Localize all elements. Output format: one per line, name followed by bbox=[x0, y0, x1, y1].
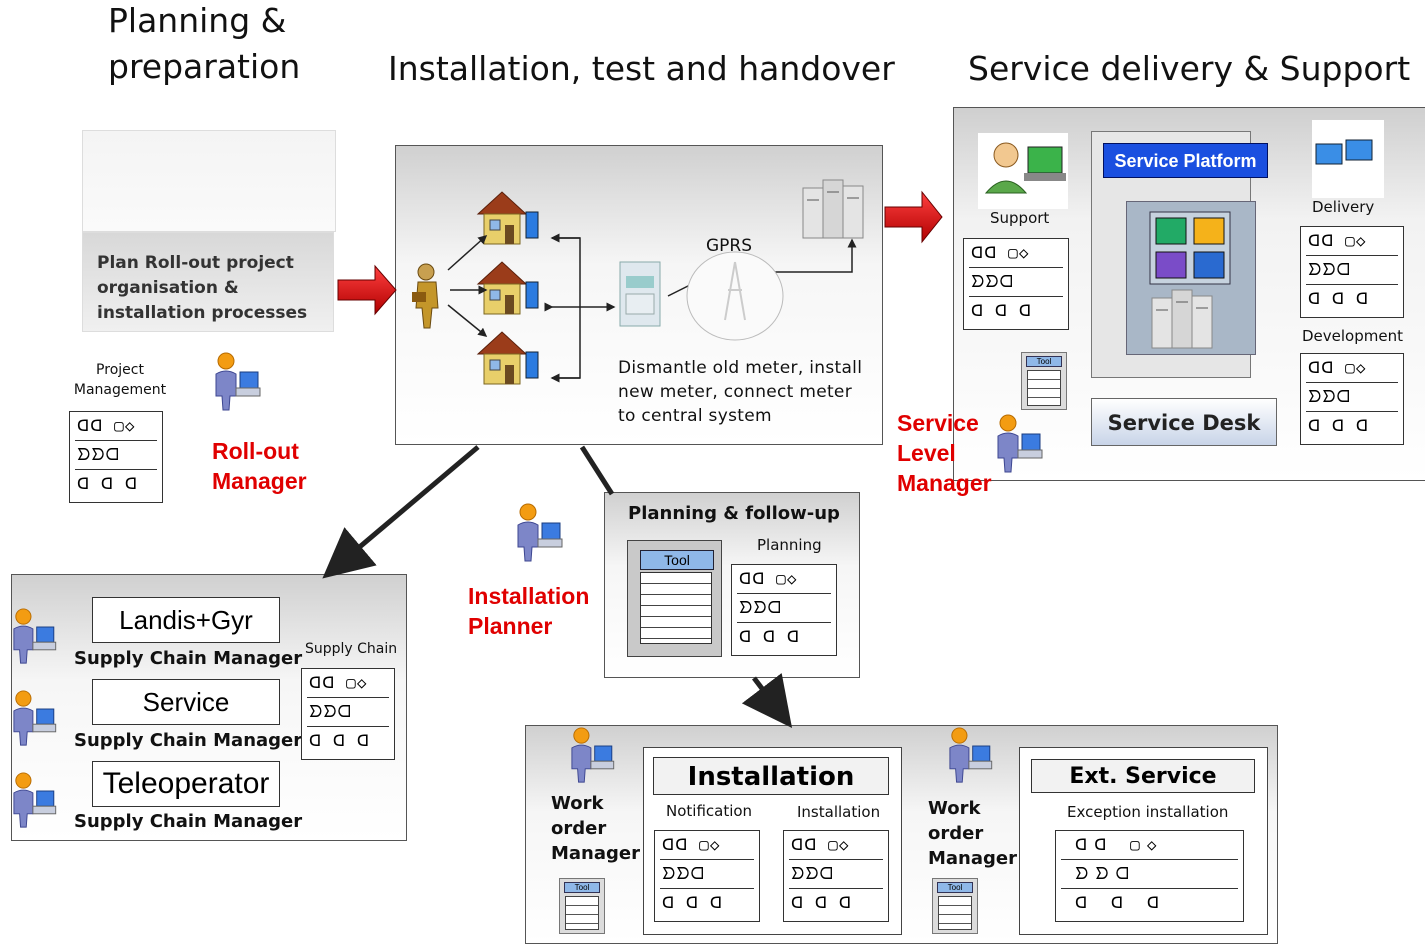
work-order-manager-person-icon-2 bbox=[949, 727, 993, 783]
work-order-manager-2: Work order Manager bbox=[928, 798, 1017, 869]
arrow-to-followup bbox=[579, 445, 615, 496]
work-order-manager-1: Work order Manager bbox=[551, 793, 640, 864]
followup-tool-label: Tool bbox=[640, 550, 714, 570]
arrow-to-workorder bbox=[741, 673, 793, 728]
heading-service: Service delivery & Support bbox=[968, 49, 1411, 88]
service-desk-box: Service Desk bbox=[1091, 398, 1277, 446]
supply-manager-person-icon-3 bbox=[13, 772, 57, 828]
notification-label: Notification bbox=[666, 802, 753, 820]
service-tool-icon: Tool bbox=[1021, 352, 1067, 410]
gprs-cloud-icon bbox=[686, 251, 784, 341]
red-arrow-planning bbox=[337, 264, 397, 316]
followup-planning-label: Planning bbox=[757, 536, 822, 554]
workorder-tool-2: Tool bbox=[932, 878, 978, 934]
installer-person-icon bbox=[412, 263, 439, 329]
installation-planner-label: Installation Planner bbox=[468, 583, 590, 639]
house-icon-3 bbox=[477, 331, 539, 385]
development-label: Development bbox=[1302, 327, 1403, 345]
support-label: Support bbox=[990, 209, 1050, 227]
gprs-label: GPRS bbox=[706, 236, 753, 256]
installation-sub-label: Installation bbox=[797, 803, 881, 821]
work-order-manager-person-icon-1 bbox=[571, 727, 615, 783]
service-level-manager-label: Service Level Manager bbox=[897, 410, 992, 496]
heading-installation: Installation, test and handover bbox=[388, 49, 895, 88]
supplier-teleoperator-box: Teleoperator bbox=[92, 761, 280, 807]
supplier-service-box: Service bbox=[92, 679, 280, 725]
installation-title: Installation bbox=[653, 757, 889, 795]
exception-process: ᗡᗡ ▢◇ ᗤᗤᗡ ᗡ ᗡ ᗡ bbox=[1055, 830, 1244, 922]
heading-planning: Planning & preparation bbox=[108, 1, 301, 86]
central-server-icon bbox=[802, 179, 864, 239]
supplier-service-role: Supply Chain Manager bbox=[74, 730, 303, 751]
supplier-landis-box: Landis+Gyr bbox=[92, 597, 280, 643]
supply-manager-person-icon-2 bbox=[13, 690, 57, 746]
service-platform-title: Service Platform bbox=[1103, 143, 1268, 178]
ext-service-title: Ext. Service bbox=[1031, 759, 1255, 793]
supplier-teleoperator-role: Supply Chain Manager bbox=[74, 811, 303, 832]
followup-tool-grid bbox=[640, 572, 712, 644]
new-meter-icon bbox=[619, 261, 661, 327]
house-icon-2 bbox=[477, 261, 539, 315]
support-person-icon bbox=[978, 133, 1068, 209]
supply-manager-person-icon-1 bbox=[13, 608, 57, 664]
delivery-label: Delivery bbox=[1312, 198, 1375, 216]
service-level-manager-person-icon bbox=[997, 414, 1043, 473]
workorder-tool-1: Tool bbox=[559, 878, 605, 934]
delivery-computers-icon bbox=[1312, 120, 1384, 198]
plan-box: Plan Roll-out project organisation & ins… bbox=[82, 232, 334, 332]
followup-title: Planning & follow-up bbox=[628, 503, 840, 524]
installation-planner-person-icon bbox=[517, 503, 563, 562]
supply-chain-label: Supply Chain bbox=[305, 641, 398, 657]
install-description: Dismantle old meter, install new meter, … bbox=[618, 358, 863, 426]
installer-house-links bbox=[447, 234, 488, 337]
platform-apps-icon bbox=[1149, 211, 1231, 285]
red-arrow-service bbox=[884, 190, 943, 244]
rollout-manager-label: Roll-out Manager bbox=[212, 438, 307, 494]
project-management-label: Project Management bbox=[73, 362, 167, 398]
supplier-landis-role: Supply Chain Manager bbox=[74, 648, 303, 669]
house-icon-1 bbox=[477, 191, 539, 245]
arrow-to-supply bbox=[322, 445, 480, 579]
exception-installation-label: Exception installation bbox=[1067, 803, 1229, 821]
plan-box-top bbox=[82, 130, 336, 232]
platform-server-icon bbox=[1151, 289, 1213, 349]
rollout-manager-person-icon bbox=[215, 352, 261, 411]
